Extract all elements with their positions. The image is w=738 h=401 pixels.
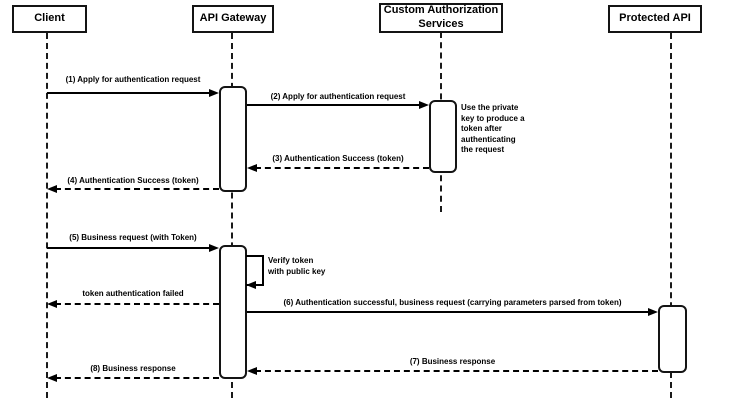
message-2-arrowhead bbox=[419, 101, 429, 109]
message-6-arrowhead bbox=[648, 308, 658, 316]
message-8-line bbox=[55, 377, 219, 379]
actor-api-gateway: API Gateway bbox=[192, 5, 274, 33]
message-1-arrowhead bbox=[209, 89, 219, 97]
message-4-line bbox=[55, 188, 219, 190]
message-2-line bbox=[247, 104, 421, 106]
private-key-note: Use the private key to produce a token a… bbox=[461, 103, 525, 155]
message-3-line bbox=[255, 167, 429, 169]
message-7-label: (7) Business response bbox=[409, 357, 496, 366]
message-3-arrowhead bbox=[247, 164, 257, 172]
message-1-label: (1) Apply for authentication request bbox=[65, 75, 201, 84]
message-6-line bbox=[247, 311, 650, 313]
message-5-label: (5) Business request (with Token) bbox=[69, 233, 197, 242]
self-message-arrowhead bbox=[246, 281, 256, 289]
actor-protected-api-label: Protected API bbox=[619, 12, 691, 25]
actor-api-gateway-label: API Gateway bbox=[199, 12, 267, 25]
message-6-label: (6) Authentication successful, business … bbox=[283, 298, 622, 307]
activation-api-gateway-business bbox=[219, 245, 247, 379]
message-token-failed-label: token authentication failed bbox=[82, 289, 184, 298]
actor-custom-authorization-services-label: Custom Authorization Services bbox=[383, 4, 499, 30]
message-5-line bbox=[47, 247, 211, 249]
message-7-line bbox=[255, 370, 658, 372]
activation-api-gateway-auth bbox=[219, 86, 247, 192]
message-token-failed-arrowhead bbox=[47, 300, 57, 308]
activation-custom-authorization-services bbox=[429, 100, 457, 173]
message-token-failed-line bbox=[55, 303, 219, 305]
message-8-label: (8) Business response bbox=[90, 364, 176, 373]
message-4-arrowhead bbox=[47, 185, 57, 193]
self-message-label: Verify token with public key bbox=[268, 256, 326, 276]
message-7-arrowhead bbox=[247, 367, 257, 375]
message-8-arrowhead bbox=[47, 374, 57, 382]
message-2-label: (2) Apply for authentication request bbox=[270, 92, 406, 101]
activation-protected-api bbox=[658, 305, 687, 373]
protected-api-lifeline bbox=[670, 33, 672, 398]
api-gateway-lifeline bbox=[231, 33, 233, 398]
message-5-arrowhead bbox=[209, 244, 219, 252]
message-1-line bbox=[47, 92, 211, 94]
actor-custom-authorization-services: Custom Authorization Services bbox=[379, 3, 503, 33]
message-4-label: (4) Authentication Success (token) bbox=[67, 176, 199, 185]
message-3-label: (3) Authentication Success (token) bbox=[272, 154, 404, 163]
client-lifeline bbox=[46, 33, 48, 398]
actor-client-label: Client bbox=[34, 12, 65, 25]
actor-protected-api: Protected API bbox=[608, 5, 702, 33]
actor-client: Client bbox=[12, 5, 87, 33]
